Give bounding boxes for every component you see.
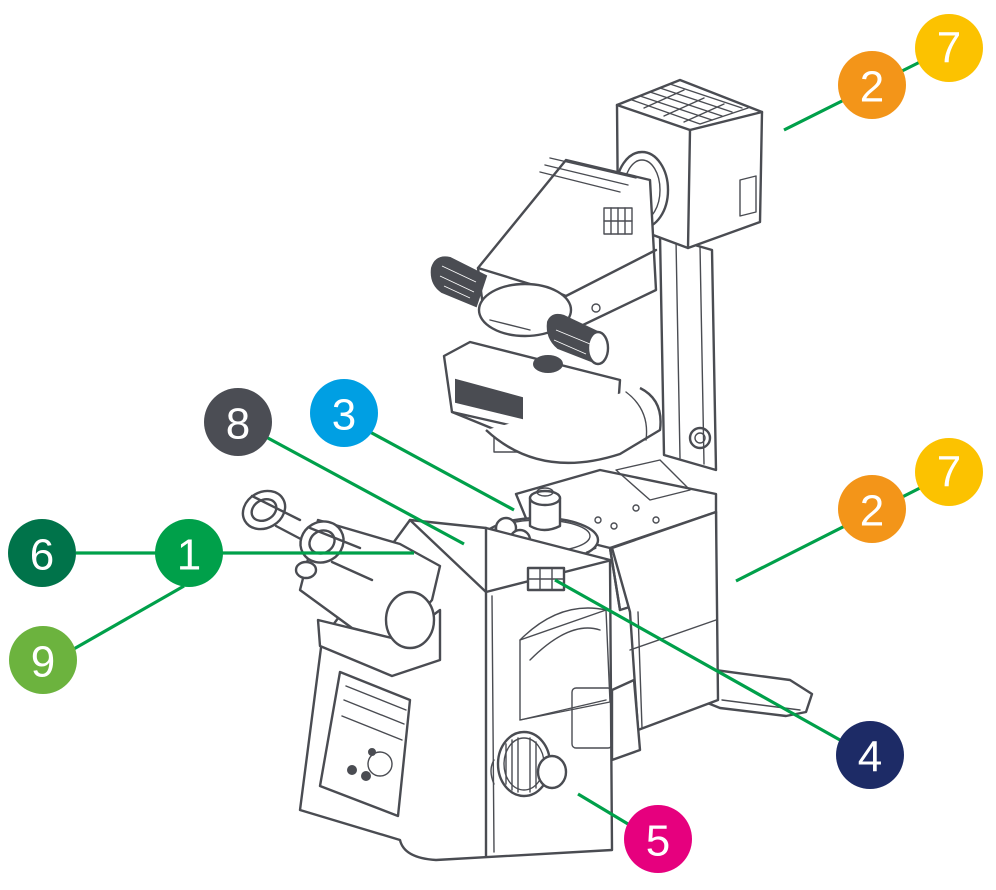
callout-1[interactable]: 1 bbox=[155, 519, 223, 587]
microscope-illustration bbox=[241, 78, 814, 862]
callouts: 7 2 7 2 8 3 6 1 bbox=[8, 14, 983, 873]
leader-5 bbox=[577, 792, 629, 826]
leader-8 bbox=[265, 435, 465, 546]
callout-2-upper-label: 2 bbox=[860, 63, 884, 112]
filter-turret bbox=[442, 340, 662, 465]
eyepiece-left bbox=[241, 489, 316, 548]
callout-3[interactable]: 3 bbox=[310, 379, 378, 447]
leader-3 bbox=[369, 430, 515, 512]
callout-2-upper[interactable]: 2 bbox=[838, 51, 906, 119]
callout-6[interactable]: 6 bbox=[8, 519, 76, 587]
callout-3-label: 3 bbox=[332, 391, 356, 440]
illumination-column bbox=[658, 233, 718, 472]
callout-2-lower-circle bbox=[838, 475, 906, 543]
focus-knob-lower bbox=[490, 730, 568, 798]
callout-5-circle bbox=[624, 805, 692, 873]
callout-7-upper-circle bbox=[915, 14, 983, 82]
callout-1-circle bbox=[155, 519, 223, 587]
leader-4 bbox=[554, 578, 841, 742]
callout-8-circle bbox=[204, 388, 272, 456]
callout-7-upper-label: 7 bbox=[937, 24, 961, 73]
callout-7-lower[interactable]: 7 bbox=[915, 438, 983, 506]
callout-3-circle bbox=[310, 379, 378, 447]
callout-8[interactable]: 8 bbox=[204, 388, 272, 456]
callout-4[interactable]: 4 bbox=[836, 721, 904, 789]
callout-9[interactable]: 9 bbox=[9, 626, 77, 694]
focus-knob-upper-left bbox=[430, 256, 488, 308]
callout-6-label: 6 bbox=[30, 531, 54, 580]
front-control-panel bbox=[318, 670, 412, 818]
callout-7-lower-circle bbox=[915, 438, 983, 506]
callout-9-circle bbox=[9, 626, 77, 694]
callout-2-upper-circle bbox=[838, 51, 906, 119]
callout-7-upper[interactable]: 7 bbox=[915, 14, 983, 82]
focus-knob-upper-right bbox=[546, 313, 610, 366]
callout-2-lower-label: 2 bbox=[860, 487, 884, 536]
callout-1-label: 1 bbox=[177, 531, 201, 580]
callout-5[interactable]: 5 bbox=[624, 805, 692, 873]
callout-9-label: 9 bbox=[31, 638, 55, 687]
callout-4-label: 4 bbox=[858, 733, 882, 782]
epi-illuminator bbox=[476, 157, 658, 338]
callout-5-label: 5 bbox=[646, 817, 670, 866]
callout-7-lower-label: 7 bbox=[937, 448, 961, 497]
filter-cube-slot bbox=[526, 566, 566, 592]
callout-6-circle bbox=[8, 519, 76, 587]
callout-8-label: 8 bbox=[226, 400, 250, 449]
callout-2-lower[interactable]: 2 bbox=[838, 475, 906, 543]
leader-9 bbox=[71, 584, 185, 652]
stage bbox=[514, 459, 720, 732]
callout-4-circle bbox=[836, 721, 904, 789]
